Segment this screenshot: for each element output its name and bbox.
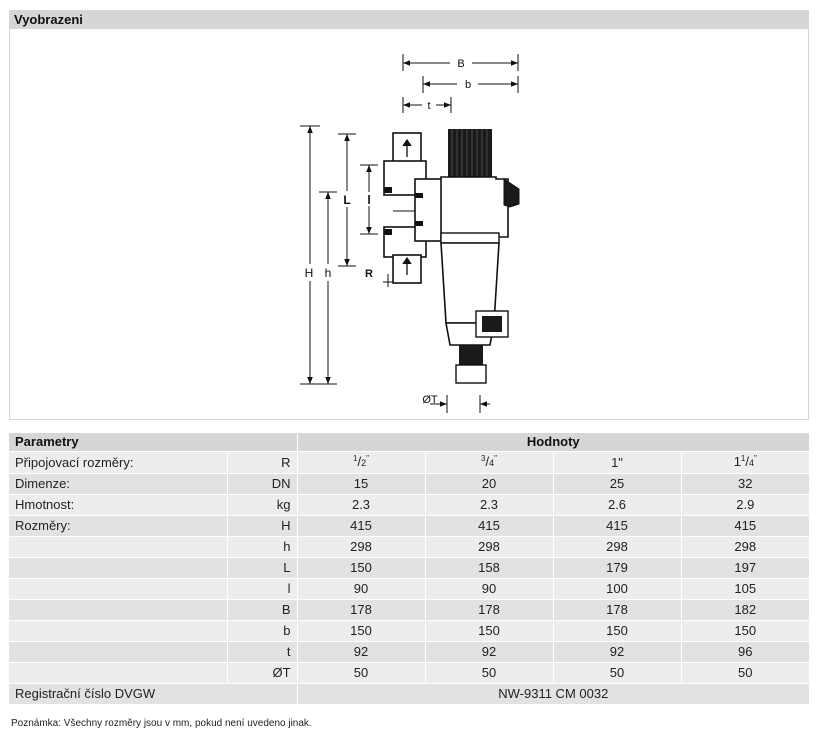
cell-value: 92 [296, 641, 426, 663]
row-unit: t [226, 641, 298, 663]
footnote: Poznámka: Všechny rozměry jsou v mm, pok… [11, 718, 312, 729]
row-unit: B [226, 599, 298, 621]
row-unit: b [226, 620, 298, 642]
cell-value: 197 [680, 557, 810, 579]
table-header-row: Parametry Hodnoty [9, 433, 810, 452]
row-label [9, 536, 227, 558]
cell-value: 1" [552, 451, 682, 474]
cell-value: 2.6 [552, 494, 682, 516]
dim-label-t: t [427, 100, 430, 112]
row-label [9, 578, 227, 600]
row-label [9, 641, 227, 663]
cell-value: 182 [680, 599, 810, 621]
cell-value: 415 [424, 515, 554, 537]
cell-value: 50 [296, 662, 426, 684]
cell-value: 150 [296, 557, 426, 579]
header-parametry: Parametry [9, 433, 298, 452]
row-label: Dimenze: [9, 473, 227, 495]
row-label [9, 599, 227, 621]
technical-drawing-panel: B b t H [9, 29, 809, 420]
cell-value: 96 [680, 641, 810, 663]
cell-value: 150 [424, 620, 554, 642]
cell-value: 3/4" [424, 451, 554, 474]
dim-label-b: b [465, 79, 471, 91]
cell-value: 415 [296, 515, 426, 537]
cell-value: 415 [552, 515, 682, 537]
cell-value: 158 [424, 557, 554, 579]
cell-value: 2.3 [296, 494, 426, 516]
row-label [9, 620, 227, 642]
row-unit: ØT [226, 662, 298, 684]
row-label: Připojovací rozměry: [9, 451, 227, 474]
dim-label-H: H [305, 266, 314, 280]
cell-value: 179 [552, 557, 682, 579]
row-label: Rozměry: [9, 515, 227, 537]
cell-value: 2.9 [680, 494, 810, 516]
row-label [9, 662, 227, 684]
cell-value: 100 [552, 578, 682, 600]
cell-value: 90 [424, 578, 554, 600]
cell-value: 298 [424, 536, 554, 558]
cell-value: 11/4" [680, 451, 810, 474]
cell-value: 415 [680, 515, 810, 537]
cell-value: 150 [296, 620, 426, 642]
cell-value: 178 [296, 599, 426, 621]
dim-label-OT: ØT [422, 394, 438, 406]
row-label [9, 557, 227, 579]
cell-value: 178 [424, 599, 554, 621]
cell-value: 50 [424, 662, 554, 684]
cell-value: 15 [296, 473, 426, 495]
row-unit: h [226, 536, 298, 558]
row-label: Hmotnost: [9, 494, 227, 516]
cell-value: 50 [680, 662, 810, 684]
header-hodnoty: Hodnoty [296, 433, 810, 452]
cell-value: 150 [552, 620, 682, 642]
section-header-vyobrazeni: Vyobrazeni [9, 10, 809, 29]
cell-value: 92 [424, 641, 554, 663]
cell-value: 178 [552, 599, 682, 621]
dim-label-B: B [457, 58, 464, 70]
cell-value: 298 [552, 536, 682, 558]
cell-value: 20 [424, 473, 554, 495]
registration-value: NW-9311 CM 0032 [296, 683, 810, 705]
row-unit: R [226, 451, 298, 474]
cell-value: 92 [552, 641, 682, 663]
registration-label: Registrační číslo DVGW [9, 683, 298, 705]
cell-value: 2.3 [424, 494, 554, 516]
section-title: Vyobrazeni [14, 12, 83, 27]
cell-value: 32 [680, 473, 810, 495]
dim-label-h: h [325, 266, 332, 280]
row-unit: kg [226, 494, 298, 516]
cell-value: 298 [680, 536, 810, 558]
cell-value: 150 [680, 620, 810, 642]
cell-value: 90 [296, 578, 426, 600]
dim-label-R: R [365, 268, 373, 280]
filter-dimension-drawing: B b t H [300, 54, 520, 413]
cell-value: 105 [680, 578, 810, 600]
row-unit: DN [226, 473, 298, 495]
cell-value: 50 [552, 662, 682, 684]
row-unit: L [226, 557, 298, 579]
cell-value: 25 [552, 473, 682, 495]
cell-value: 1/2" [296, 451, 426, 474]
row-unit: l [226, 578, 298, 600]
table-row-registration: Registrační číslo DVGW NW-9311 CM 0032 [9, 683, 810, 705]
dim-label-l: l [367, 193, 370, 207]
dim-label-L: L [343, 193, 350, 207]
cell-value: 298 [296, 536, 426, 558]
row-unit: H [226, 515, 298, 537]
